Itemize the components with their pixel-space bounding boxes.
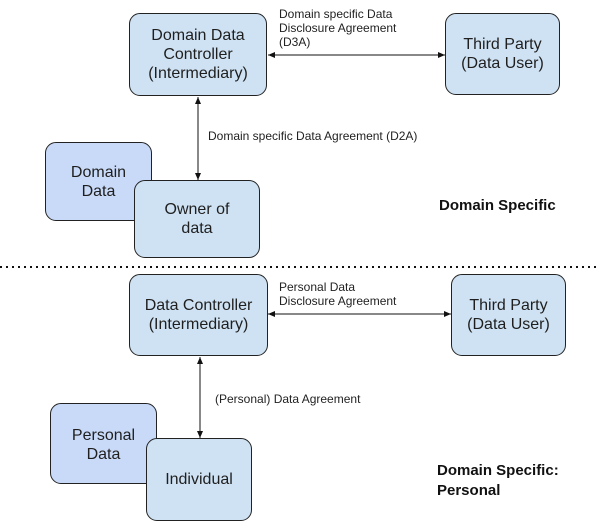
- data-controller-box: Data Controller (Intermediary): [129, 274, 268, 356]
- owner-of-data-box: Owner of data: [134, 180, 260, 258]
- personal-disclosure-label: Personal Data Disclosure Agreement: [279, 280, 397, 308]
- personal-agreement-label: (Personal) Data Agreement: [215, 392, 361, 406]
- domain-specific-personal-heading: Domain Specific: Personal: [437, 462, 559, 499]
- domain-data-controller-box: Domain Data Controller (Intermediary): [129, 13, 267, 96]
- third-party-box: Third Party (Data User): [445, 13, 560, 95]
- d2a-label: Domain specific Data Agreement (D2A): [208, 129, 418, 143]
- d3a-label: Domain specific Data Disclosure Agreemen…: [279, 7, 397, 49]
- personal-data-box: Personal Data: [50, 403, 157, 484]
- personal-third-party-box: Third Party (Data User): [451, 274, 566, 356]
- domain-specific-heading: Domain Specific: [439, 197, 556, 214]
- domain-data-box: Domain Data: [45, 142, 152, 221]
- individual-box: Individual: [146, 438, 252, 521]
